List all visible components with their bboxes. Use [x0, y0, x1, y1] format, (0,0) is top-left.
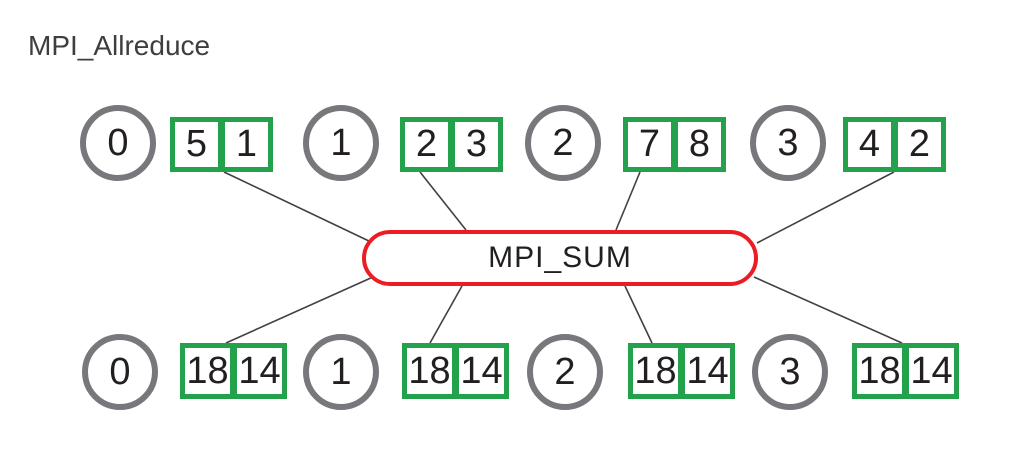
input-rank-circle-0: 0 — [80, 105, 156, 181]
output-buffer-1: 18 14 — [402, 343, 509, 399]
output-rank-circle-3: 3 — [752, 334, 828, 410]
rank-label: 0 — [109, 350, 131, 393]
rank-label: 1 — [330, 350, 352, 393]
input-buffer-2: 7 8 — [623, 117, 726, 172]
rank-label: 0 — [107, 121, 129, 164]
edge-input-rank3 — [756, 171, 895, 244]
buffer-cell: 1 — [220, 117, 273, 172]
input-rank-circle-3: 3 — [750, 105, 826, 181]
output-buffer-2: 18 14 — [628, 343, 735, 399]
rank-label: 2 — [554, 350, 576, 393]
edge-output-rank0 — [225, 276, 374, 344]
buffer-cell: 18 — [628, 343, 683, 399]
output-buffer-3: 18 14 — [852, 343, 959, 399]
buffer-cell: 3 — [450, 117, 503, 172]
output-rank-circle-1: 1 — [303, 334, 379, 410]
diagram-title: MPI_Allreduce — [28, 30, 211, 61]
edge-input-rank1 — [419, 171, 467, 231]
reduction-op-node: MPI_SUM — [362, 230, 758, 286]
output-rank-circle-2: 2 — [527, 334, 603, 410]
rank-label: 1 — [330, 121, 352, 164]
output-rank-circle-0: 0 — [82, 334, 158, 410]
buffer-cell: 8 — [673, 117, 726, 172]
buffer-cell: 14 — [904, 343, 959, 399]
input-buffer-0: 5 1 — [170, 117, 273, 172]
buffer-cell: 14 — [454, 343, 509, 399]
buffer-cell: 14 — [680, 343, 735, 399]
buffer-cell: 14 — [232, 343, 287, 399]
input-buffer-3: 4 2 — [843, 117, 946, 172]
edge-input-rank2 — [615, 171, 641, 231]
buffer-cell: 2 — [400, 117, 453, 172]
buffer-cell: 18 — [402, 343, 457, 399]
buffer-cell: 2 — [893, 117, 946, 172]
output-buffer-0: 18 14 — [180, 343, 287, 399]
rank-label: 2 — [552, 121, 574, 164]
input-buffer-1: 2 3 — [400, 117, 503, 172]
edge-output-rank2 — [624, 285, 653, 344]
buffer-cell: 18 — [180, 343, 235, 399]
buffer-cell: 4 — [843, 117, 896, 172]
edge-output-rank1 — [429, 285, 463, 344]
input-rank-circle-1: 1 — [303, 105, 379, 181]
buffer-cell: 5 — [170, 117, 223, 172]
rank-label: 3 — [777, 121, 799, 164]
rank-label: 3 — [779, 350, 801, 393]
buffer-cell: 18 — [852, 343, 907, 399]
input-rank-circle-2: 2 — [525, 105, 601, 181]
edge-input-rank0 — [223, 171, 372, 243]
edge-output-rank3 — [753, 276, 903, 344]
buffer-cell: 7 — [623, 117, 676, 172]
